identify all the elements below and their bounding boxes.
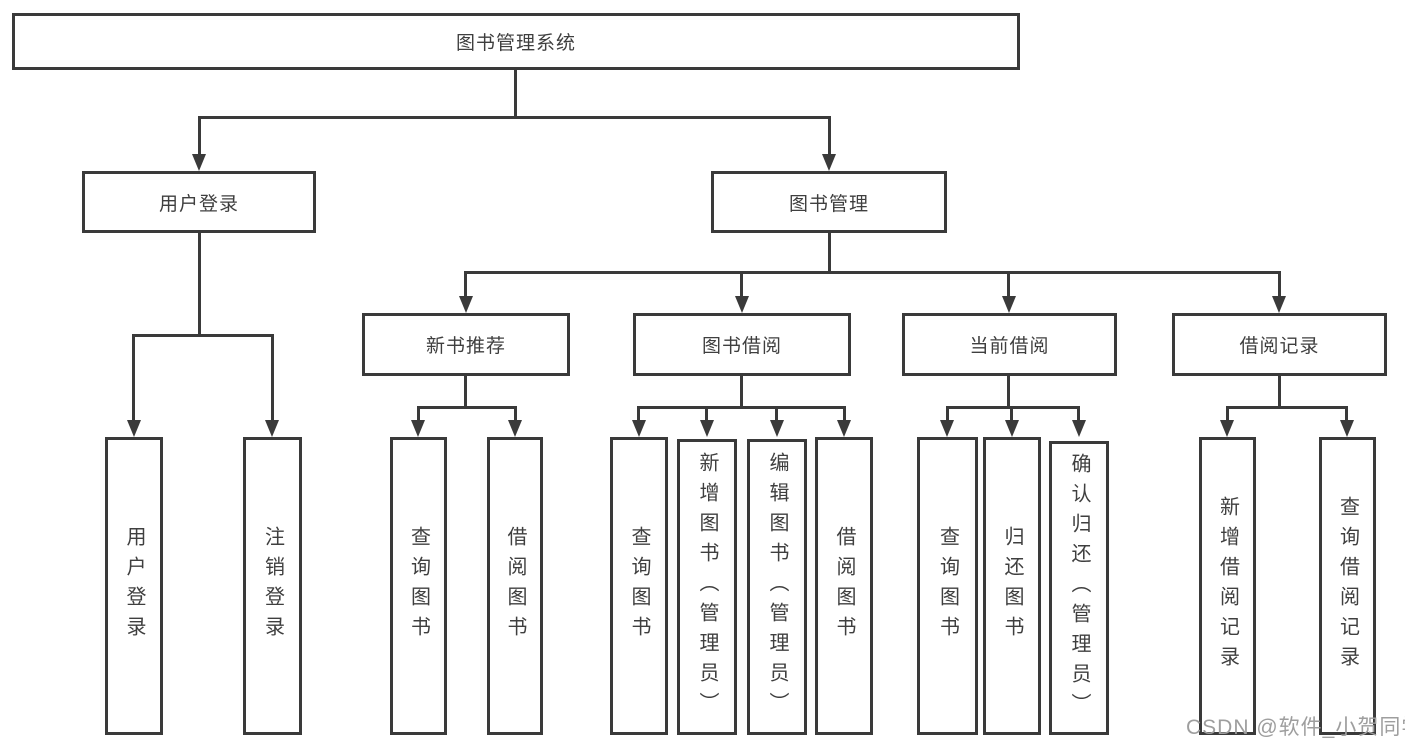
connector-line [417,406,517,409]
connector-line [705,406,708,422]
leaf-label: 查询借阅记录 [1336,496,1359,676]
connector-line [1010,406,1013,422]
connector-line [740,271,743,300]
leaf-confirm-return-admin: 确认归还（管理员） [1049,441,1109,735]
connector-line [1226,406,1348,409]
leaf-label: 借阅图书 [833,526,855,646]
arrow-down-icon [265,420,279,437]
arrow-down-icon [192,154,206,171]
leaf-return-book: 归还图书 [983,437,1041,735]
connector-line [132,334,274,337]
connector-line [132,334,135,422]
leaf-label: 归还图书 [1001,526,1023,646]
connector-line [464,376,467,409]
leaf-query-borrow-record: 查询借阅记录 [1319,437,1376,735]
leaf-label: 借阅图书 [504,526,526,646]
leaf-label: 编辑图书（管理员） [766,452,788,722]
node-label: 用户登录 [158,193,239,215]
node-borrow-records: 借阅记录 [1172,313,1387,376]
arrow-down-icon [1072,420,1086,437]
node-book-borrow: 图书借阅 [633,313,851,376]
arrow-down-icon [1220,420,1234,437]
leaf-add-borrow-record: 新增借阅记录 [1199,437,1256,735]
connector-line [514,406,517,422]
arrow-down-icon [770,420,784,437]
node-label: 借阅记录 [1239,336,1320,357]
connector-line [1226,406,1229,422]
connector-line [198,116,201,156]
connector-line [843,406,846,422]
connector-line [271,334,274,422]
arrow-down-icon [1340,420,1354,437]
csdn-watermark: CSDN @软件_小贺同学 [1186,716,1405,739]
connector-line [1077,406,1080,422]
node-root: 图书管理系统 [12,13,1020,70]
leaf-add-book-admin: 新增图书（管理员） [677,439,737,735]
leaf-label: 新增图书（管理员） [696,452,718,722]
leaf-label: 查询图书 [407,526,430,646]
leaf-query-books-3: 查询图书 [917,437,978,735]
leaf-label: 新增借阅记录 [1216,496,1239,676]
arrow-down-icon [1002,296,1016,313]
leaf-logout: 注销登录 [243,437,302,735]
node-root-label: 图书管理系统 [455,33,576,54]
connector-line [1007,271,1010,300]
arrow-down-icon [735,296,749,313]
connector-line [828,233,831,274]
connector-line [637,406,846,409]
leaf-query-books-1: 查询图书 [390,437,447,735]
arrow-down-icon [1005,420,1019,437]
leaf-borrow-books-1: 借阅图书 [487,437,543,735]
node-user-login-group: 用户登录 [82,171,316,233]
arrow-down-icon [1272,296,1286,313]
leaf-edit-book-admin: 编辑图书（管理员） [747,439,807,735]
leaf-label: 注销登录 [261,526,284,646]
connector-line [464,271,1281,274]
connector-line [198,116,831,119]
arrow-down-icon [940,420,954,437]
leaf-label: 确认归还（管理员） [1068,453,1090,723]
connector-line [637,406,640,422]
arrow-down-icon [700,420,714,437]
connector-line [946,406,1080,409]
arrow-down-icon [822,154,836,171]
connector-line [1345,406,1348,422]
connector-line [1278,376,1281,409]
arrow-down-icon [837,420,851,437]
leaf-label: 用户登录 [123,526,145,646]
connector-line [417,406,420,422]
connector-line [464,271,467,300]
connector-line [775,406,778,422]
connector-line [946,406,949,422]
node-book-management: 图书管理 [711,171,947,233]
node-label: 新书推荐 [425,336,506,357]
node-current-borrow: 当前借阅 [902,313,1117,376]
arrow-down-icon [459,296,473,313]
leaf-user-login: 用户登录 [105,437,163,735]
arrow-down-icon [411,420,425,437]
arrow-down-icon [508,420,522,437]
connector-line [514,70,517,117]
connector-line [1278,271,1281,300]
leaf-borrow-books-2: 借阅图书 [815,437,873,735]
leaf-query-books-2: 查询图书 [610,437,668,735]
node-label: 图书管理 [788,193,869,215]
arrow-down-icon [127,420,141,437]
arrow-down-icon [632,420,646,437]
leaf-label: 查询图书 [936,526,959,646]
node-label: 当前借阅 [969,336,1050,357]
node-new-book-recommend: 新书推荐 [362,313,570,376]
node-label: 图书借阅 [701,336,782,357]
connector-line [1007,376,1010,409]
connector-line [828,116,831,156]
leaf-label: 查询图书 [628,526,650,646]
connector-line [198,233,201,336]
connector-line [740,376,743,409]
